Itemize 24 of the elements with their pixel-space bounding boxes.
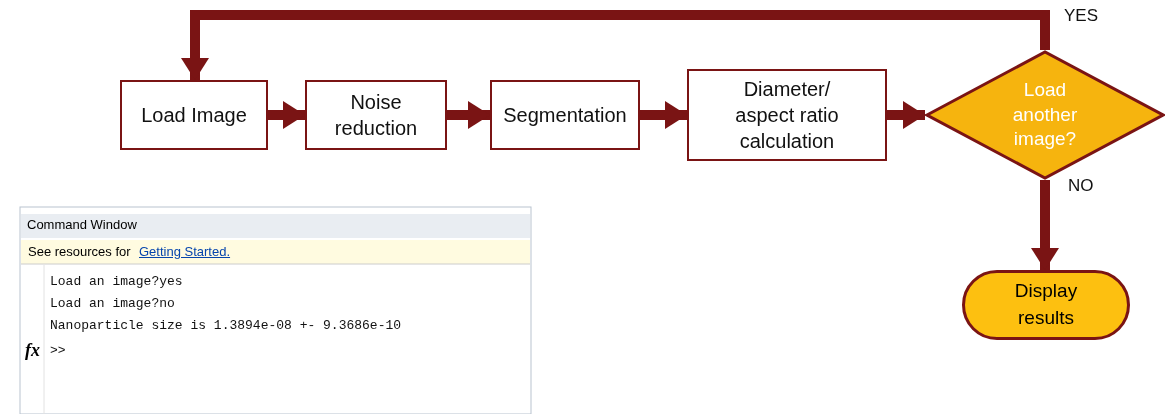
node-text: Display results: [1013, 279, 1079, 330]
node-text: Segmentation: [502, 103, 628, 128]
process-box: [687, 69, 887, 161]
arrow: [887, 101, 925, 129]
arrow: [447, 101, 490, 129]
function-prompt-icon: fx: [25, 340, 40, 361]
command-prompt: >>: [50, 343, 66, 358]
decision-diamond: [925, 50, 1165, 180]
arrow: [268, 101, 305, 129]
console-line: Nanoparticle size is 1.3894e-08 +- 9.3686e-10: [50, 318, 402, 333]
process-box: [490, 80, 640, 150]
node-text: Diameter/ aspect ratio calculation: [734, 77, 840, 154]
process-box: [305, 80, 447, 150]
node-text: Load Image: [140, 103, 248, 128]
getting-started-link: Getting Started.: [139, 244, 231, 259]
process-box: [120, 80, 268, 150]
console-line: Load an image?no: [50, 296, 175, 311]
info-text: See resources for: [28, 244, 131, 259]
node-text: Noise reduction: [333, 90, 419, 141]
node-text: Load another image?: [1011, 77, 1079, 152]
arrow: [1031, 180, 1059, 270]
console-line: Load an image?yes: [50, 274, 183, 289]
panel-title: Command Window: [27, 217, 137, 232]
arrow: [640, 101, 687, 129]
